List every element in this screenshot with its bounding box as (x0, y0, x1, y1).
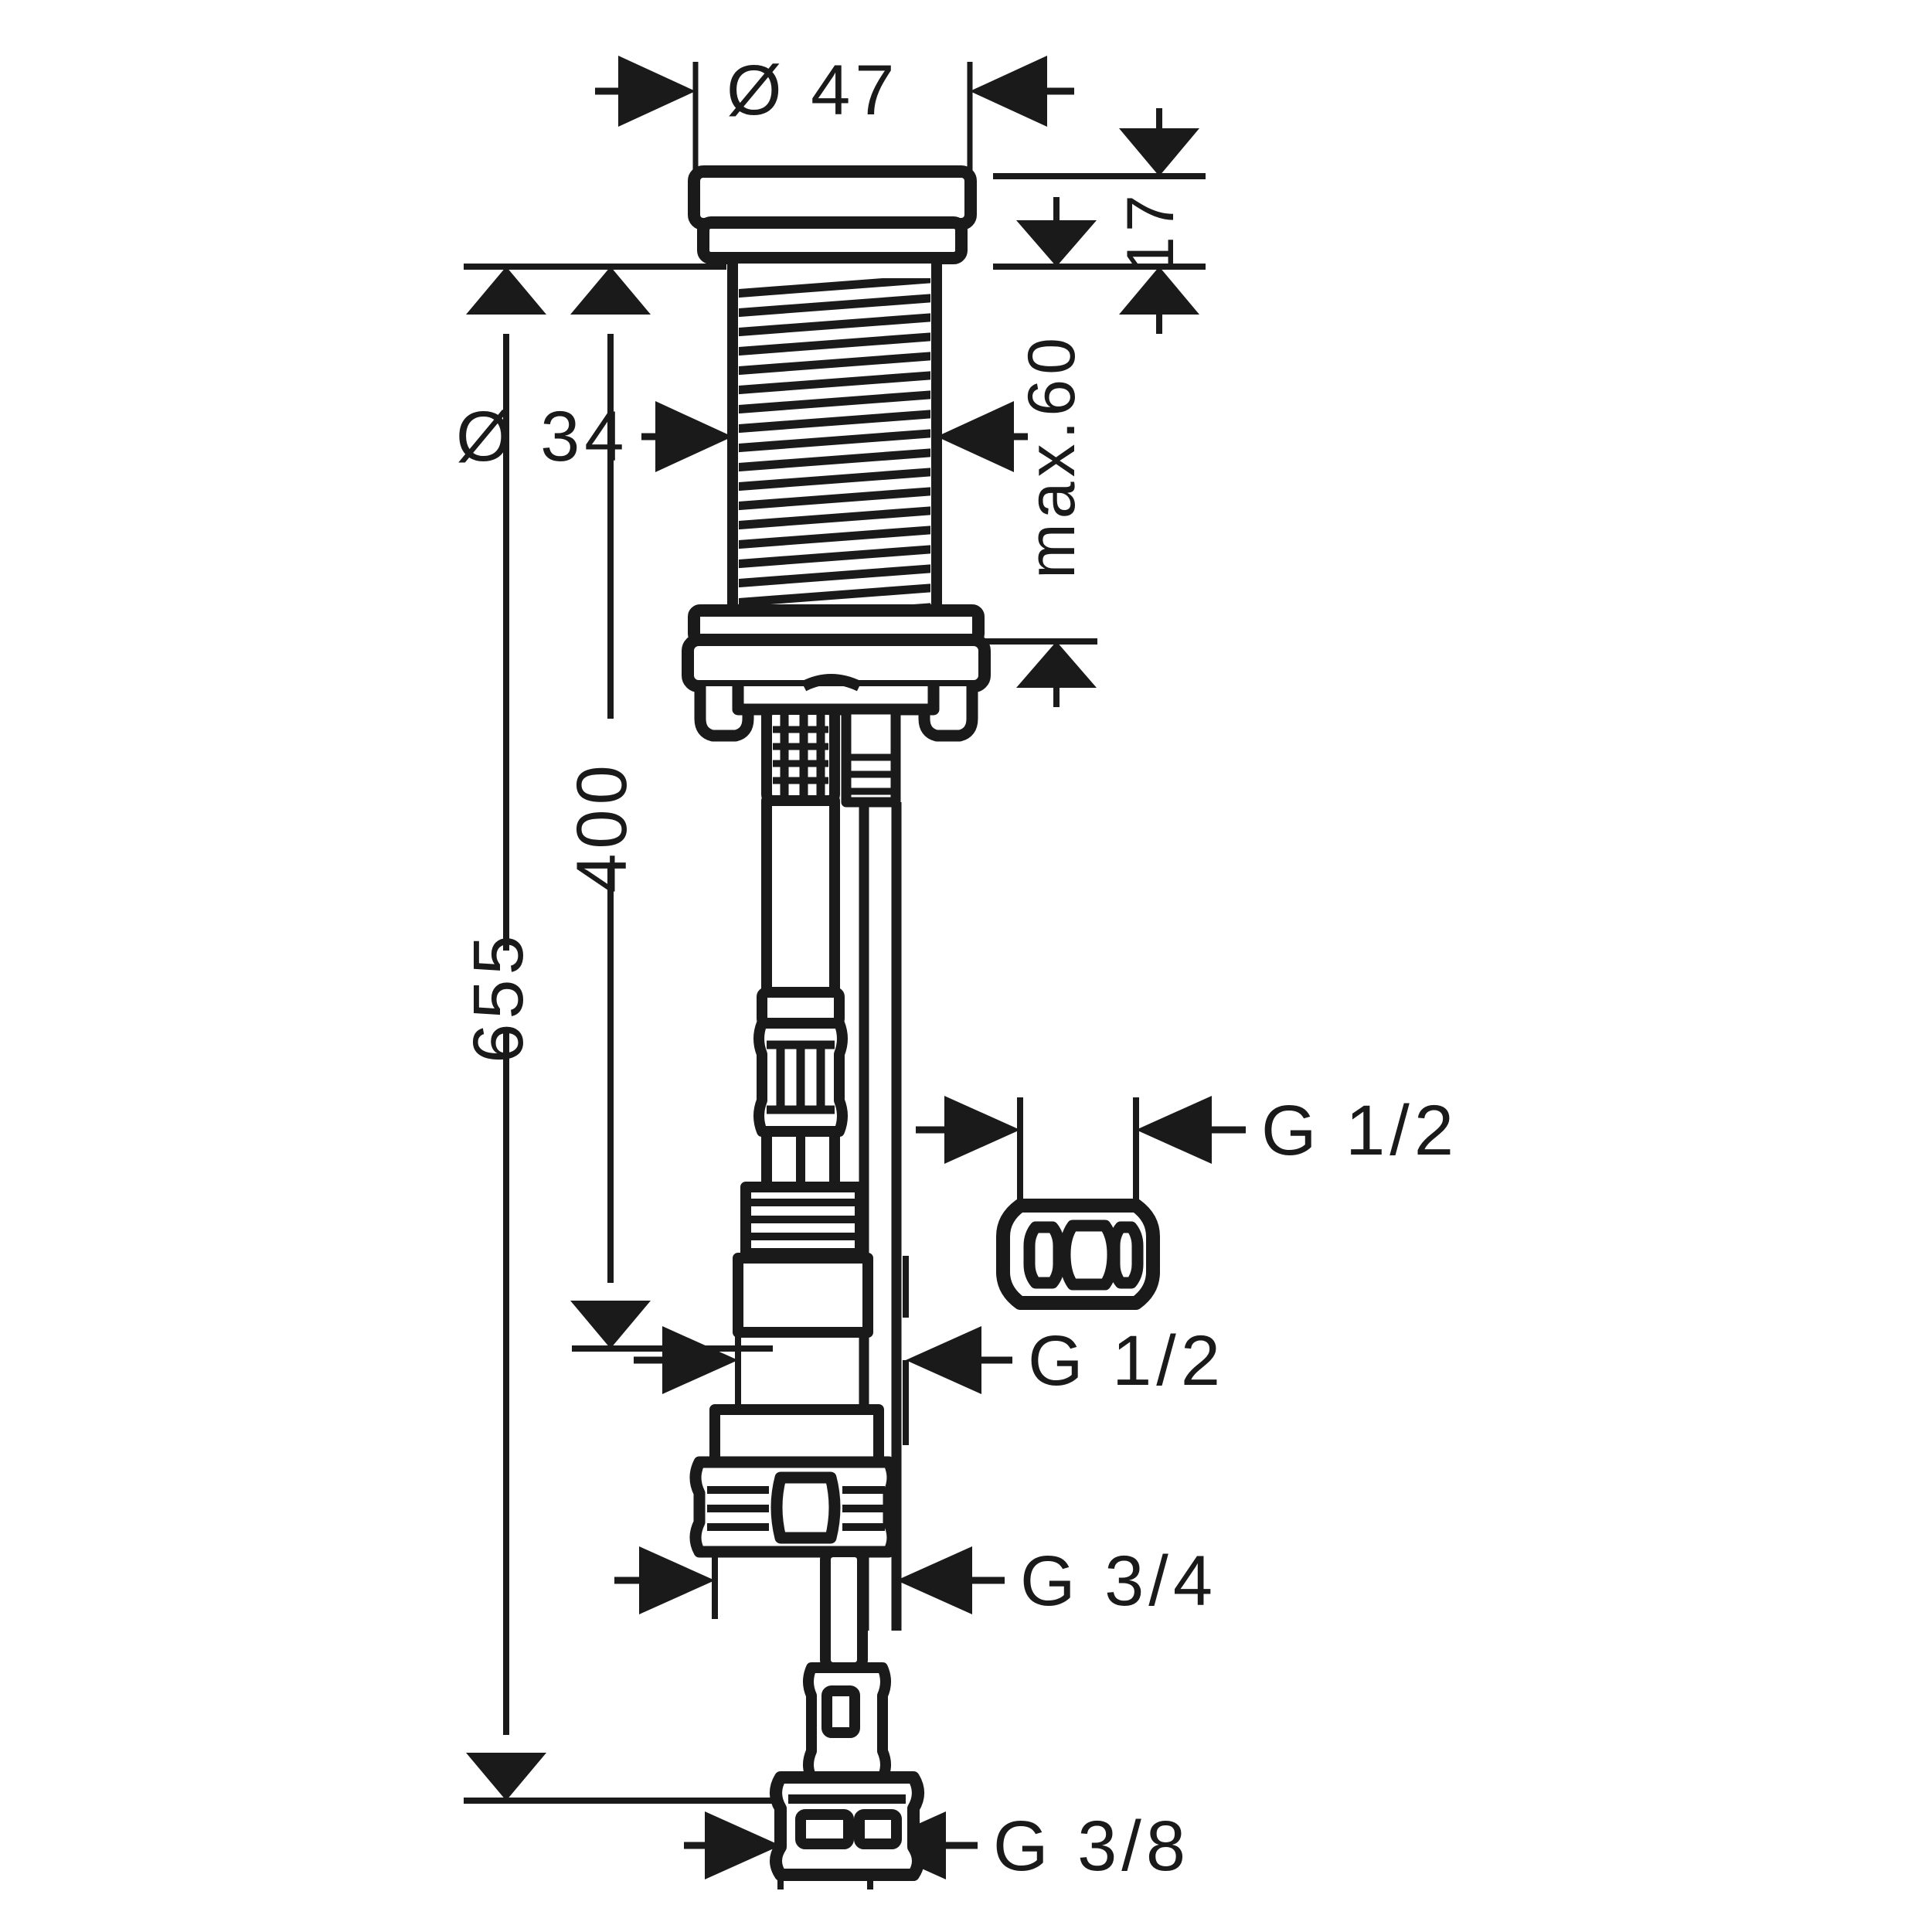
label-diameter-47: Ø 47 (726, 51, 899, 130)
label-g38-end: G 3/8 (993, 1807, 1190, 1886)
detached-washer-g12 (996, 1199, 1160, 1310)
coupling-g12-body (733, 1182, 873, 1338)
dim-diameter-34 (641, 401, 1028, 472)
end-fitting-g38 (770, 1662, 924, 1881)
lower-tube (820, 1546, 868, 1673)
label-g12-coupling: G 1/2 (1028, 1321, 1225, 1400)
dim-g12-coupling (634, 1256, 1012, 1445)
dim-g34-nut (614, 1476, 1005, 1619)
dim-height-17 (993, 108, 1206, 334)
top-cap (688, 165, 977, 264)
label-g12-washer: G 1/2 (1261, 1091, 1458, 1170)
label-height-17: 17 (1114, 190, 1188, 274)
dimension-labels: Ø 47 Ø 34 17 max.60 400 655 G 1/2 G 1/2 … (456, 51, 1458, 1886)
hex-nut-g34 (689, 1404, 899, 1558)
hose-connector-upper (761, 704, 840, 806)
label-max-60: max.60 (1015, 333, 1089, 579)
dim-diameter-47 (595, 56, 1074, 189)
hose-crimp-mid (753, 1018, 848, 1137)
threaded-shaft (727, 253, 942, 616)
mounting-flange (682, 604, 991, 742)
riser-tube (841, 704, 901, 808)
dimension-lines-group (464, 56, 1246, 1889)
dim-g12-washer (916, 1096, 1246, 1206)
dim-max-60 (978, 197, 1097, 707)
label-length-400: 400 (563, 760, 641, 893)
hose-left-strand (753, 795, 848, 1192)
label-g34-nut: G 3/4 (1020, 1542, 1217, 1621)
label-diameter-34: Ø 34 (456, 397, 628, 476)
label-total-655: 655 (459, 930, 538, 1063)
thread-hatching (739, 278, 930, 606)
product-geometry (682, 165, 1160, 1881)
